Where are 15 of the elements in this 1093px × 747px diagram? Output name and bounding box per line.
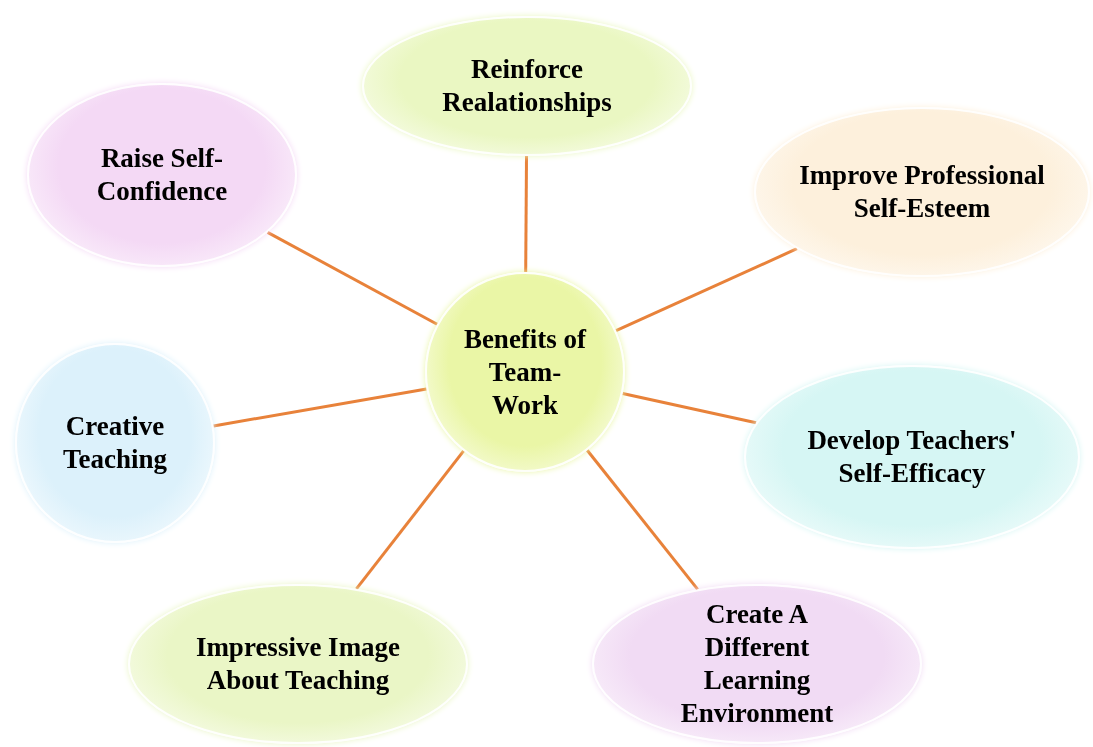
connector-line [586,449,699,591]
connector-line [524,156,528,272]
node-label: Improve Professional Self-Esteem [798,159,1046,225]
node-label: Creative Teaching [61,410,168,476]
connector-line [266,231,438,326]
connector-line [213,387,427,428]
node-label: Benefits of Team-Work [462,322,588,422]
connector-line [622,392,757,425]
node-label: Impressive Image About Teaching [194,631,402,697]
node-label: Raise Self-Confidence [95,142,229,208]
connector-line [355,450,465,590]
node-label: Create A Different Learning Environment [679,598,835,730]
node-label: Reinforce Realationships [441,53,613,119]
connector-line [615,247,798,333]
node-label: Develop Teachers' Self-Efficacy [806,424,1018,490]
